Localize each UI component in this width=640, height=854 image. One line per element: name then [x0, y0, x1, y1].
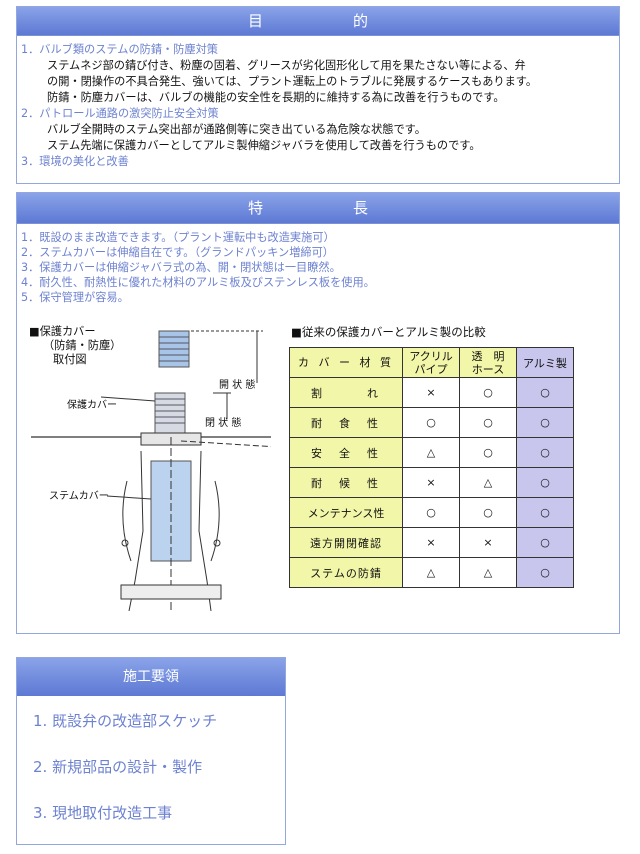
table-row: メンテナンス性 ○ ○ ○ — [289, 497, 574, 528]
diagram-caption-1: ■保護カバー — [29, 325, 96, 338]
features-panel: 特 長 1．既設のまま改造できます。（プラント運転中も改造実施可） 2．ステムカ… — [16, 192, 620, 634]
table-header-row: カ バ ー 材 質 アクリル パイプ 透 明 ホース アルミ製 — [289, 347, 574, 378]
feature-item: 2．ステムカバーは伸縮自在です。（グランドパッキン増締可） — [21, 246, 334, 259]
row-label: 遠方開閉確認 — [289, 527, 403, 558]
cell-acrylic: × — [402, 377, 460, 408]
purpose-line: ステムネジ部の錆び付き、粉塵の固着、グリースが劣化固形化して用を果たさない等によ… — [47, 59, 526, 72]
table-row: ステムの防錆 △ △ ○ — [289, 557, 574, 588]
cell-hose: ○ — [459, 407, 517, 438]
comparison-table: カ バ ー 材 質 アクリル パイプ 透 明 ホース アルミ製 割 れ × ○ … — [289, 347, 574, 588]
cell-aluminum: ○ — [516, 557, 574, 588]
cell-aluminum: ○ — [516, 527, 574, 558]
header-acrylic: アクリル パイプ — [402, 347, 460, 378]
table-title: ■従来の保護カバーとアルミ製の比較 — [291, 325, 486, 339]
row-label: 耐 候 性 — [289, 467, 403, 498]
cell-acrylic: ○ — [402, 407, 460, 438]
label-protective-cover: 保護カバー — [67, 400, 117, 411]
valve-diagram — [31, 330, 271, 611]
header-hose: 透 明 ホース — [459, 347, 517, 378]
feature-item: 4．耐久性、耐熱性に優れた材料のアルミ板及びステンレス板を使用。 — [21, 276, 375, 289]
procedure-step: 1. 既設弁の改造部スケッチ — [33, 712, 218, 730]
purpose-line: バルブ全開時のステム突出部が通路側等に突き出ている為危険な状態です。 — [47, 123, 426, 136]
feature-item: 1．既設のまま改造できます。（プラント運転中も改造実施可） — [21, 231, 335, 244]
procedure-step: 3. 現地取付改造工事 — [33, 804, 173, 822]
purpose-panel: 目 的 1．バルブ類のステムの防錆・防塵対策 ステムネジ部の錆び付き、粉塵の固着… — [16, 6, 620, 184]
purpose-line: 防錆・防塵カバーは、バルブの機能の安全性を長期的に維持する為に改善を行うものです… — [47, 91, 505, 104]
diagram-caption-2: （防錆・防塵） — [43, 339, 122, 352]
cell-acrylic: × — [402, 527, 460, 558]
purpose-heading-2: 2．パトロール通路の激突防止安全対策 — [21, 107, 219, 120]
cell-aluminum: ○ — [516, 407, 574, 438]
feature-item: 5．保守管理が容易。 — [21, 291, 129, 304]
cell-aluminum: ○ — [516, 377, 574, 408]
table-row: 耐 食 性 ○ ○ ○ — [289, 407, 574, 438]
feature-item: 3．保護カバーは伸縮ジャバラ式の為、開・閉状態は一目瞭然。 — [21, 261, 341, 274]
cell-aluminum: ○ — [516, 467, 574, 498]
procedure-panel: 施工要領 1. 既設弁の改造部スケッチ 2. 新規部品の設計・製作 3. 現地取… — [16, 657, 286, 845]
purpose-title: 目 的 — [17, 7, 619, 36]
table-row: 耐 候 性 × △ ○ — [289, 467, 574, 498]
purpose-line: ステム先端に保護カバーとしてアルミ製伸縮ジャバラを使用して改善を行うものです。 — [47, 139, 481, 152]
cell-acrylic: △ — [402, 437, 460, 468]
row-label: メンテナンス性 — [289, 497, 403, 528]
cell-hose: ○ — [459, 437, 517, 468]
row-label: 耐 食 性 — [289, 407, 403, 438]
header-aluminum: アルミ製 — [516, 347, 574, 378]
cell-acrylic: ○ — [402, 497, 460, 528]
diagram-caption-3: 取付図 — [53, 353, 87, 366]
cell-hose: ○ — [459, 497, 517, 528]
cell-hose: △ — [459, 467, 517, 498]
procedure-step: 2. 新規部品の設計・製作 — [33, 758, 203, 776]
purpose-line: の開・閉操作の不具合発生、強いては、プラント運転上のトラブルに発展するケースもあ… — [47, 75, 538, 88]
header-material: カ バ ー 材 質 — [289, 347, 403, 378]
cell-hose: ○ — [459, 377, 517, 408]
row-label: 安 全 性 — [289, 437, 403, 468]
table-row: 安 全 性 △ ○ ○ — [289, 437, 574, 468]
features-title: 特 長 — [17, 193, 619, 224]
table-row: 割 れ × ○ ○ — [289, 377, 574, 408]
cell-aluminum: ○ — [516, 497, 574, 528]
table-row: 遠方開閉確認 × × ○ — [289, 527, 574, 558]
label-closed-state: 閉 状 態 — [205, 418, 242, 429]
row-label: 割 れ — [289, 377, 403, 408]
cell-acrylic: △ — [402, 557, 460, 588]
label-open-state: 開 状 態 — [219, 380, 256, 391]
procedure-title: 施工要領 — [17, 658, 285, 696]
row-label: ステムの防錆 — [289, 557, 403, 588]
label-stem-cover: ステムカバー — [49, 491, 109, 502]
purpose-heading-3: 3．環境の美化と改善 — [21, 155, 129, 168]
cell-hose: × — [459, 527, 517, 558]
cell-aluminum: ○ — [516, 437, 574, 468]
purpose-heading-1: 1．バルブ類のステムの防錆・防塵対策 — [21, 43, 218, 56]
cell-hose: △ — [459, 557, 517, 588]
cell-acrylic: × — [402, 467, 460, 498]
